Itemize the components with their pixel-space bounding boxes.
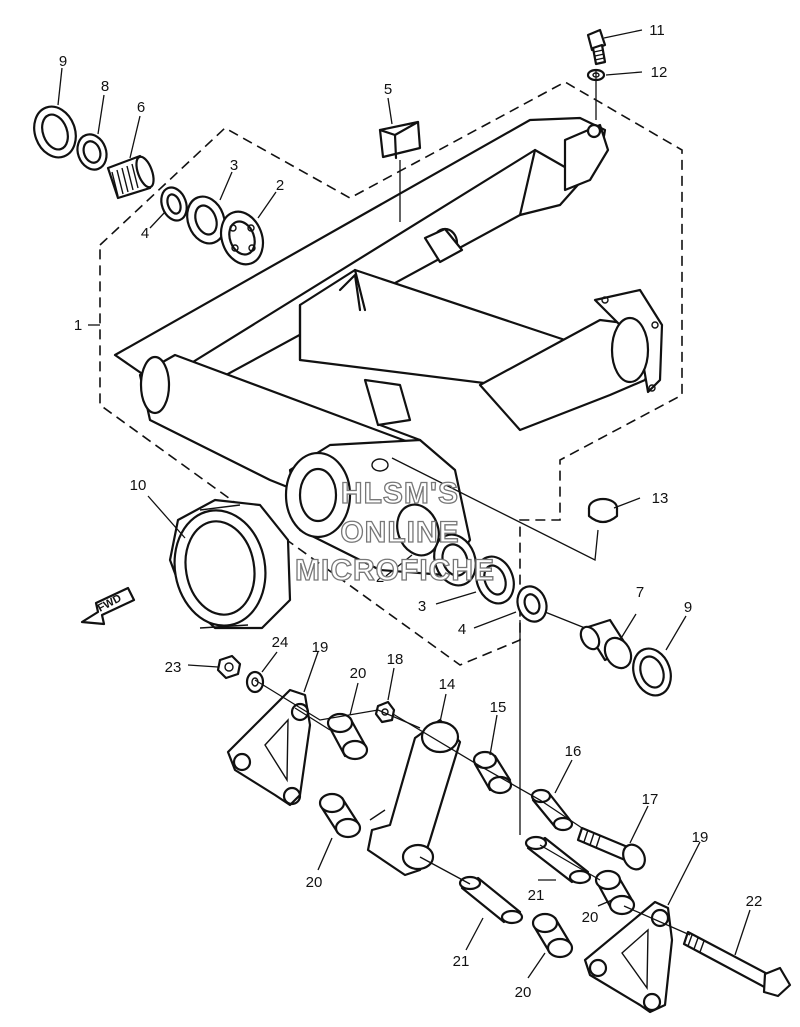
part-3-seal-left bbox=[186, 195, 226, 245]
part-8-nut bbox=[76, 133, 108, 171]
callout-4-right: 4 bbox=[458, 621, 466, 638]
watermark-line-3: MICROFICHE bbox=[295, 554, 495, 587]
callout-16: 16 bbox=[565, 743, 582, 760]
part-13-cap bbox=[587, 497, 619, 524]
part-21-collar-b bbox=[458, 875, 524, 925]
callout-12: 12 bbox=[651, 64, 668, 81]
part-14-relay-arm bbox=[366, 718, 462, 877]
part-20-bushing-d bbox=[531, 912, 574, 959]
part-2-bearing-right bbox=[396, 503, 477, 587]
callout-9-right: 9 bbox=[684, 599, 692, 616]
fwd-arrow-icon: FWD bbox=[80, 586, 136, 626]
callout-labels: 1 2 2 3 3 4 4 5 6 7 8 9 9 10 11 12 13 14… bbox=[59, 22, 763, 1001]
callout-19-left: 19 bbox=[312, 639, 329, 656]
part-20-bushing-c bbox=[594, 869, 636, 916]
callout-6: 6 bbox=[137, 99, 145, 116]
callout-8: 8 bbox=[101, 78, 109, 95]
callout-18: 18 bbox=[387, 651, 404, 668]
callout-19-right: 19 bbox=[692, 829, 709, 846]
watermark-line-2: ONLINE bbox=[340, 516, 459, 549]
part-6-pivot-shaft bbox=[106, 154, 155, 200]
assembly-boundary bbox=[99, 81, 683, 666]
part-5-plate bbox=[378, 120, 422, 160]
part-4-collar-right bbox=[516, 585, 548, 623]
callout-20-a: 20 bbox=[350, 665, 367, 682]
part-19-plate-left bbox=[226, 688, 312, 807]
watermark-line-1: HLSM'S bbox=[341, 477, 459, 510]
callout-14: 14 bbox=[439, 676, 456, 693]
part-9-seal-left bbox=[33, 105, 77, 159]
watermark: HLSM'S ONLINE MICROFICHE bbox=[294, 476, 495, 587]
callout-20-d: 20 bbox=[515, 984, 532, 1001]
callout-24: 24 bbox=[272, 634, 289, 651]
callout-3-left: 3 bbox=[230, 157, 238, 174]
callout-9-left: 9 bbox=[59, 53, 67, 70]
callout-23: 23 bbox=[165, 659, 182, 676]
part-20-bushing-b bbox=[318, 792, 362, 839]
callout-7: 7 bbox=[636, 584, 644, 601]
part-9-seal-right bbox=[632, 647, 672, 697]
swingarm bbox=[113, 116, 664, 577]
callout-5: 5 bbox=[384, 81, 392, 98]
callout-2-right: 2 bbox=[376, 569, 384, 586]
callout-17: 17 bbox=[642, 791, 659, 808]
callout-4-left: 4 bbox=[141, 225, 149, 242]
part-4-collar-left bbox=[160, 186, 188, 222]
callout-22: 22 bbox=[746, 893, 763, 910]
callout-20-b: 20 bbox=[306, 874, 323, 891]
part-18-nut bbox=[374, 700, 396, 724]
part-2-bearing-left bbox=[219, 210, 265, 266]
callout-21-b: 21 bbox=[453, 953, 470, 970]
callout-20-c: 20 bbox=[582, 909, 599, 926]
callout-ticks bbox=[57, 29, 751, 979]
part-11-bolt bbox=[586, 28, 607, 66]
callout-1: 1 bbox=[74, 317, 82, 334]
part-10-ring bbox=[168, 498, 292, 630]
callout-10: 10 bbox=[130, 477, 147, 494]
callout-2-left: 2 bbox=[276, 177, 284, 194]
part-7-pivot-shaft-right bbox=[579, 618, 633, 670]
part-3-seal-right bbox=[475, 555, 515, 605]
callout-21-a: 21 bbox=[528, 887, 545, 904]
part-21-collar-a bbox=[524, 835, 592, 885]
callout-3-right: 3 bbox=[418, 598, 426, 615]
part-23-nut bbox=[216, 654, 242, 680]
part-20-bushing-a bbox=[326, 712, 369, 761]
callout-13: 13 bbox=[652, 490, 669, 507]
part-24-washer bbox=[245, 670, 265, 694]
part-16-collar bbox=[530, 788, 574, 832]
part-22-bolt bbox=[682, 930, 792, 998]
part-17-bolt bbox=[576, 826, 646, 871]
callout-15: 15 bbox=[490, 699, 507, 716]
part-19-plate-right bbox=[583, 900, 674, 1014]
leader-lines bbox=[254, 70, 691, 936]
callout-11: 11 bbox=[649, 22, 665, 39]
